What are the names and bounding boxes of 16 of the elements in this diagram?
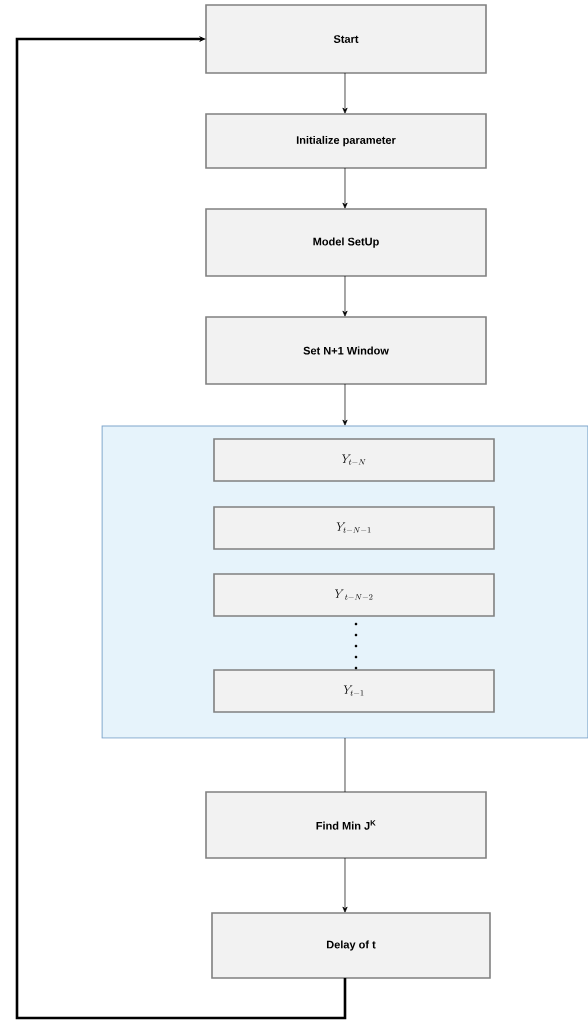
process-box: Initialize parameter [205,113,487,169]
process-box: Set N+1 Window [205,316,487,385]
arrow [342,72,348,114]
variable-box: $Y_{t-N-1}$ [213,506,495,550]
variable-box: $Y_{t-N}$ [213,438,495,482]
arrow [15,35,347,1020]
arrow [342,167,348,209]
process-box: Delay of t [211,912,491,979]
process-box: Find Min J$^{K}$ [205,791,487,859]
arrow [342,275,348,317]
process-box: Start [205,4,487,74]
arrow [342,383,348,426]
variable-box: $Y_{\ t-N-2}$ [213,573,495,617]
arrow [342,857,348,913]
process-box: Model SetUp [205,208,487,277]
variable-box: $Y_{t-1}$ [213,669,495,713]
